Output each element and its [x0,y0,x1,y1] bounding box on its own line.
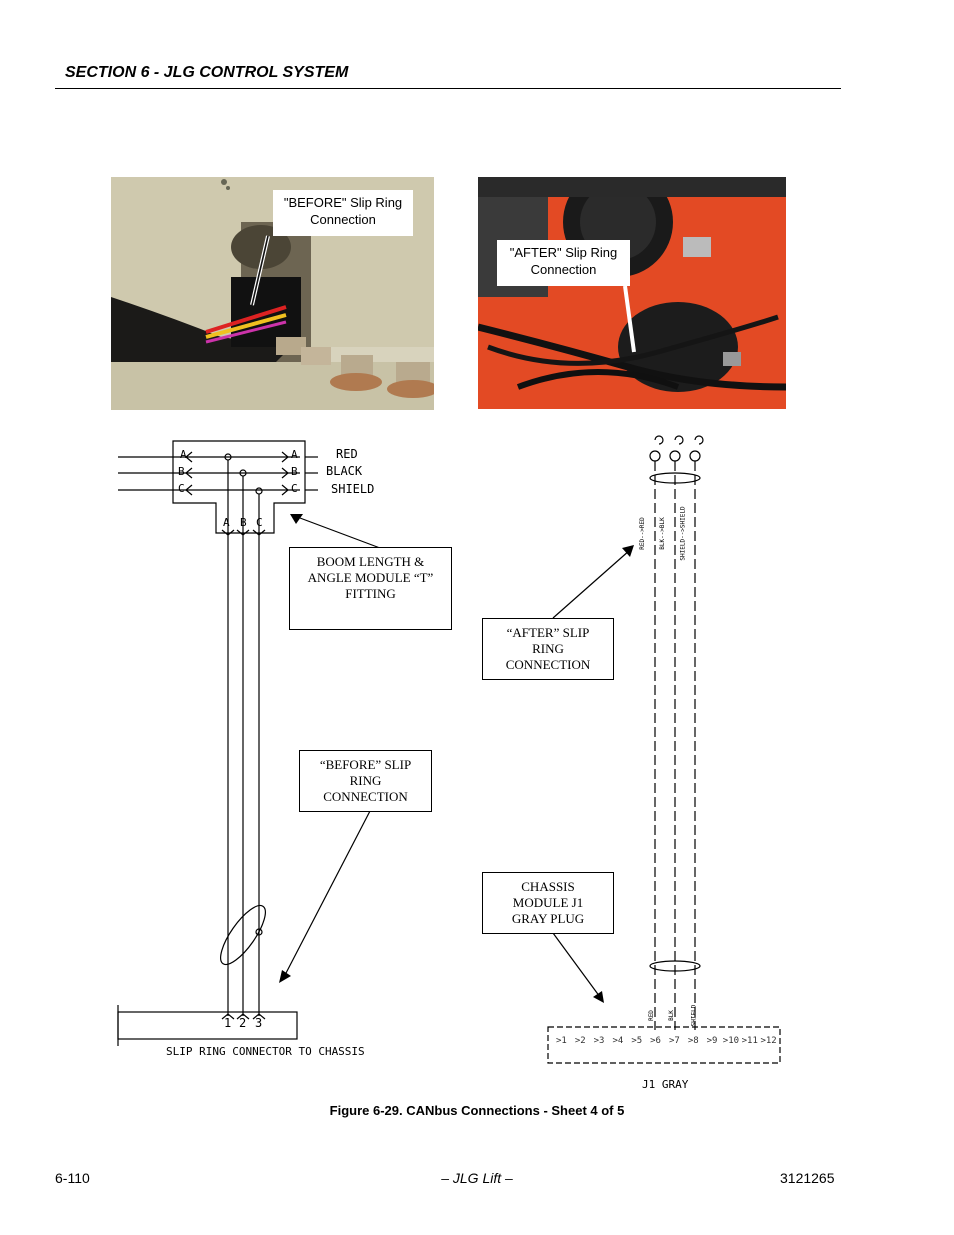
figure-caption: Figure 6-29. CANbus Connections - Sheet … [329,1103,625,1118]
j1-pin-1: >1 [555,1036,567,1046]
j1-pin-12: >12 [760,1036,777,1046]
after-connection-label: “AFTER” SLIP RING CONNECTION [482,618,614,680]
j1-pin-8: >8 [687,1036,699,1046]
j1-pin-4: >4 [612,1036,624,1046]
footer-center: – JLG Lift – [441,1170,513,1186]
j1-pin-11: >11 [741,1036,758,1046]
plug-wire-label-black: BLK [667,1010,675,1021]
after-photo-label: "AFTER" Slip Ring Connection [497,240,630,286]
pin-label-b-tee: B [240,516,247,529]
j1-pin-5: >5 [631,1036,643,1046]
tee-fitting-label-text: BOOM LENGTH & ANGLE MODULE “T” FITTING [307,554,434,601]
j1-gray-label: J1 GRAY [642,1078,689,1091]
before-connection-label: “BEFORE” SLIP RING CONNECTION [299,750,432,812]
pin-label-c-tee: C [256,516,263,529]
connector-pin-2: 2 [239,1016,247,1030]
header-rule [55,88,841,89]
j1-pin-6: >6 [650,1036,661,1046]
wire-label-red: RED [336,447,358,461]
j1-pin-7: >7 [668,1036,680,1046]
j1-pin-2: >2 [574,1036,586,1046]
j1-pin-10: >10 [722,1036,740,1046]
tee-fitting-label: BOOM LENGTH & ANGLE MODULE “T” FITTING [289,547,452,630]
pin-label-a-tee: A [223,516,230,529]
right-wire-label-shield: SHIELD-->SHIELD [679,506,687,561]
plug-wire-label-shield: SHIELD [690,1004,698,1027]
pin-label-c-right: C [291,482,298,495]
j1-pin-3: >3 [593,1036,605,1046]
chassis-module-label-text: CHASSIS MODULE J1 GRAY PLUG [511,879,585,926]
doc-number: 3121265 [780,1170,835,1186]
pin-label-c-left: C [178,482,185,495]
right-wire-label-red: RED-->RED [638,517,646,550]
plug-wire-label-red: RED [647,1010,655,1021]
j1-pin-9: >9 [706,1036,718,1046]
wire-label-black: BLACK [326,464,363,478]
right-wire-label-black: BLK-->BLK [658,517,666,550]
section-title: SECTION 6 - JLG CONTROL SYSTEM [65,64,349,81]
connector-pin-3: 3 [255,1016,263,1030]
before-photo-label: "BEFORE" Slip Ring Connection [273,190,413,236]
slip-ring-connector-label: SLIP RING CONNECTOR TO CHASSIS [166,1045,365,1058]
j1-pin-row: >1 >2 >3 >4 >5 >6 >7 >8 >9 >10>11>12 [552,1036,778,1058]
connector-pin-1: 1 [224,1016,232,1030]
after-photo [478,177,786,409]
wire-label-shield: SHIELD [331,482,375,496]
pin-label-b-left: B [178,465,185,478]
pin-label-a-right: A [291,448,298,461]
pin-label-a-left: A [180,448,187,461]
before-connection-label-text: “BEFORE” SLIP RING CONNECTION [319,757,412,804]
page-number: 6-110 [55,1170,90,1186]
pin-label-b-right: B [291,465,298,478]
after-connection-label-text: “AFTER” SLIP RING CONNECTION [505,625,591,672]
chassis-module-label: CHASSIS MODULE J1 GRAY PLUG [482,872,614,934]
